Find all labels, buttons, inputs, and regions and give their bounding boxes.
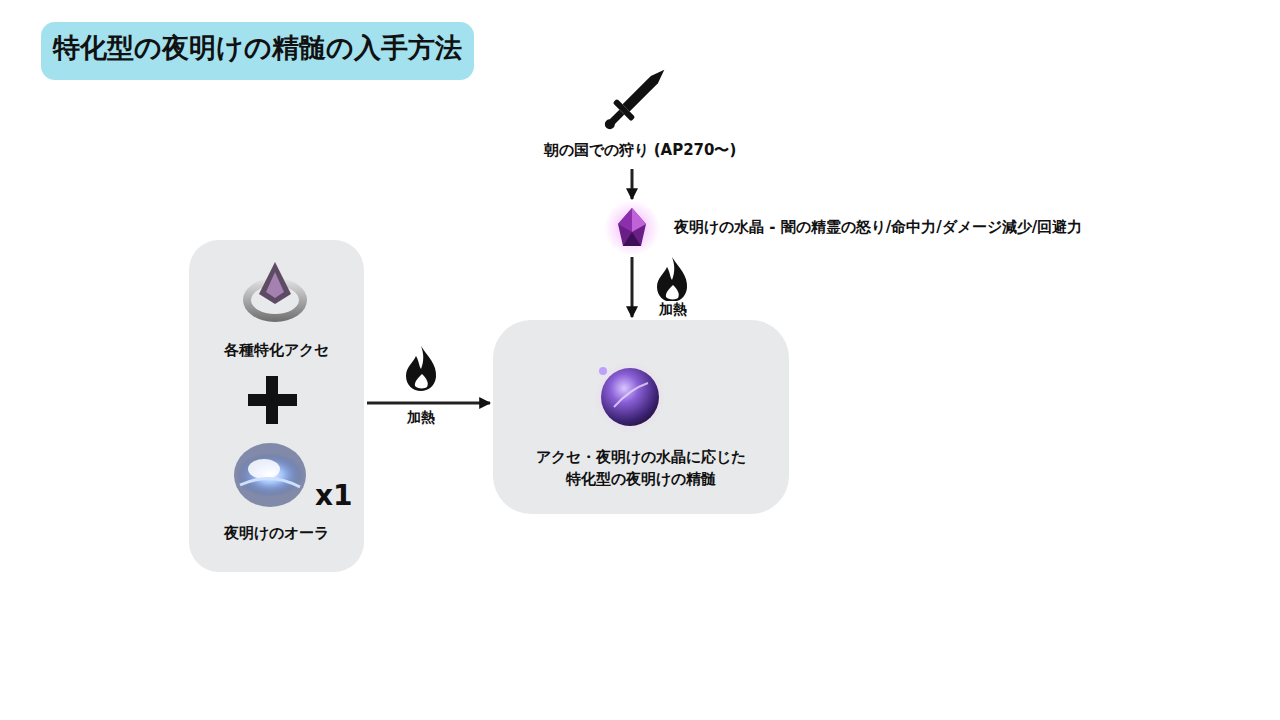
input-panel: 各種特化アクセ x1 夜明けのオーラ	[189, 240, 364, 572]
arrow-connector	[367, 402, 490, 405]
title: 特化型の夜明けの精髄の入手方法	[41, 22, 474, 80]
node-text: アクセ・夜明けの水晶に応じた 特化型の夜明けの精髄	[530, 447, 752, 491]
plus-symbol	[248, 376, 297, 424]
edge-label: 加熱	[657, 301, 689, 319]
node-text: 朝の国での狩り (AP270〜)	[544, 140, 737, 162]
sword-icon	[597, 61, 673, 137]
quantity: x1	[315, 476, 353, 517]
panel-ground	[493, 320, 789, 514]
panel-ground	[189, 240, 364, 572]
ring-icon	[243, 262, 307, 322]
node-text: 各種特化アクセ	[224, 340, 329, 362]
result-panel: アクセ・夜明けの水晶に応じた 特化型の夜明けの精髄	[493, 320, 789, 514]
crystal-icon	[604, 200, 660, 256]
node-text: 夜明けの水晶 - 闇の精霊の怒り/命中力/ダメージ減少/回避力	[674, 217, 1082, 239]
orb-icon	[594, 361, 666, 433]
arrow-connector	[631, 257, 634, 317]
crystal-item: 夜明けの水晶 - 闇の精霊の怒り/命中力/ダメージ減少/回避力	[604, 202, 1089, 254]
aura-icon	[234, 443, 306, 507]
fire-icon	[406, 346, 436, 391]
node-text: 夜明けのオーラ	[224, 523, 329, 545]
edge-label: 加熱	[405, 409, 437, 427]
arrow-connector	[631, 169, 634, 199]
hunt-source: 朝の国での狩り (AP270〜)	[540, 136, 741, 166]
fire-icon	[657, 257, 687, 302]
